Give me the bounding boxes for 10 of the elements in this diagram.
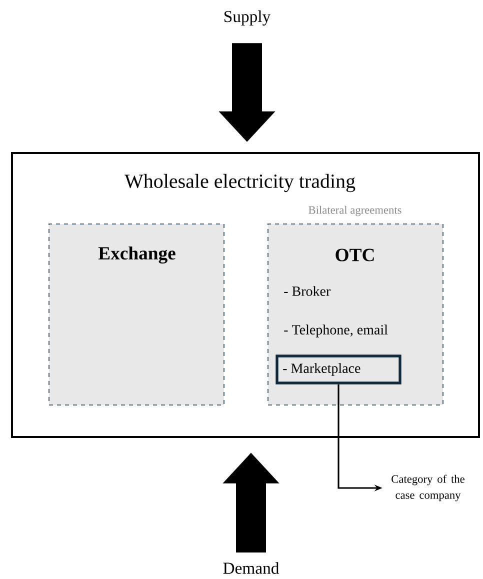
box-title: OTC: [336, 248, 374, 262]
box-title: Wholesale electricity trading: [124, 174, 356, 192]
list-item: - Broker: [284, 286, 331, 296]
box-subtitle: Bilateral agreements: [308, 206, 402, 216]
list-item: - Marketplace: [283, 363, 360, 376]
flow-label: Demand: [223, 562, 280, 574]
flow-label: Supply: [224, 10, 271, 26]
annotation-text: Category of the case company: [392, 474, 464, 502]
list-item: - Telephone, email: [284, 324, 388, 338]
box-title: Exchange: [98, 246, 176, 264]
